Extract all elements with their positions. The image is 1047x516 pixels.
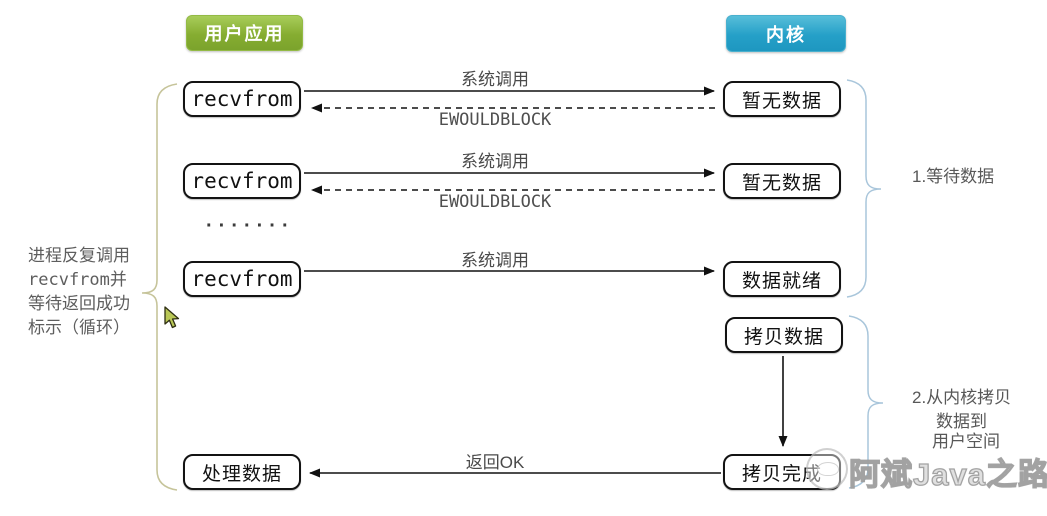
recvfrom-box-1: recvfrom <box>183 81 301 117</box>
ewouldblock-label-2: EWOULDBLOCK <box>438 192 552 212</box>
copy-data-box: 拷贝数据 <box>725 317 843 353</box>
phase2-label-line-3: 用户空间 <box>932 432 1000 451</box>
phase2-label-line-1: 2.从内核拷贝 <box>912 388 1012 407</box>
repeat-ellipsis: ······· <box>206 215 295 237</box>
left-note: 进程反复调用 recvfrom并 等待返回成功 标示（循环） <box>28 244 168 340</box>
syscall-label-3: 系统调用 <box>461 251 529 270</box>
no-data-box-2: 暂无数据 <box>723 163 841 199</box>
left-brace <box>141 83 178 491</box>
return-ok-label: 返回OK <box>465 453 525 472</box>
left-note-line-3: 等待返回成功 <box>28 294 130 313</box>
syscall-label-1: 系统调用 <box>461 70 529 89</box>
watermark-text: 阿斌Java之路 <box>848 456 1047 492</box>
left-note-line-4: 标示（循环） <box>28 318 130 337</box>
right-brace-phase2 <box>848 315 884 489</box>
recvfrom-box-3: recvfrom <box>183 261 301 297</box>
kernel-header: 内核 <box>726 15 846 52</box>
recvfrom-box-2: recvfrom <box>183 163 301 199</box>
phase1-label: 1.等待数据 <box>912 167 995 186</box>
watermark-logo-icon <box>806 448 848 490</box>
left-note-line-1: 进程反复调用 <box>28 246 130 265</box>
left-note-line-2: recvfrom并 <box>28 270 127 290</box>
phase2-label-line-2: 数据到 <box>936 412 987 431</box>
right-brace-phase1 <box>846 79 882 298</box>
process-data-box: 处理数据 <box>183 454 301 490</box>
no-data-box-1: 暂无数据 <box>723 81 841 117</box>
mouse-cursor-icon <box>164 306 180 329</box>
ewouldblock-label-1: EWOULDBLOCK <box>438 110 552 130</box>
data-ready-box: 数据就绪 <box>723 261 841 297</box>
syscall-label-2: 系统调用 <box>461 152 529 171</box>
user-app-header: 用户应用 <box>186 15 303 51</box>
